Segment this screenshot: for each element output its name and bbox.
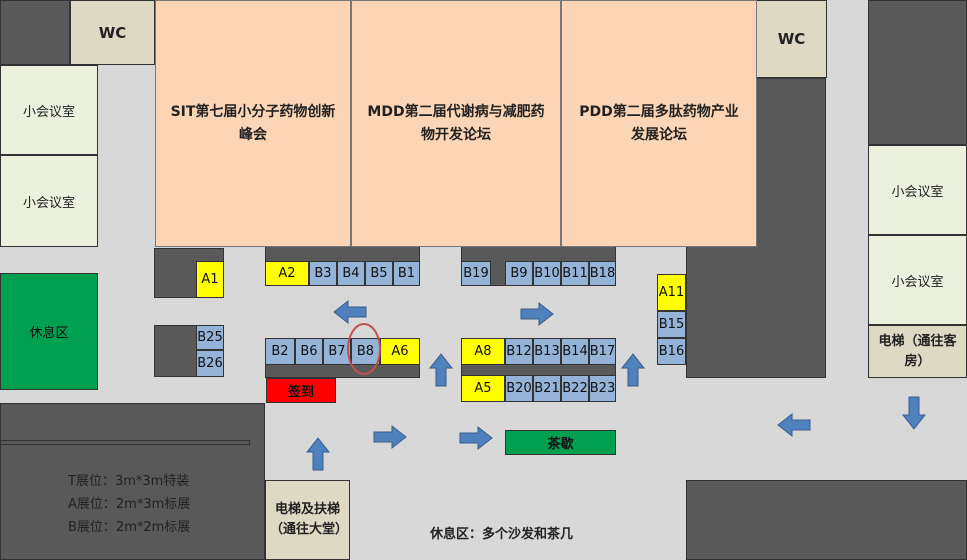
booth-b19[interactable]: B19 xyxy=(461,261,491,286)
wall-bottom-left-top xyxy=(0,440,250,445)
arrow-up-icon xyxy=(306,437,330,471)
arrow-down-icon xyxy=(902,396,926,430)
legend-a: A展位：2m*3m标展 xyxy=(68,497,191,512)
booth-a6[interactable]: A6 xyxy=(380,338,420,365)
legend-t: T展位：3m*3m特装 xyxy=(68,474,190,489)
meeting-room-left-2: 小会议室 xyxy=(0,155,98,247)
booth-b21[interactable]: B21 xyxy=(533,375,561,402)
meeting-room-right-2: 小会议室 xyxy=(868,235,967,325)
arrow-left-icon xyxy=(333,300,367,324)
booth-a11[interactable]: A11 xyxy=(657,274,686,311)
arrow-left-icon xyxy=(777,413,811,437)
booth-b1[interactable]: B1 xyxy=(393,261,420,286)
booth-b9[interactable]: B9 xyxy=(505,261,533,286)
booth-b12[interactable]: B12 xyxy=(505,338,533,365)
elevator-escalator-lobby: 电梯及扶梯（通往大堂） xyxy=(265,480,350,560)
arrow-right-icon xyxy=(520,302,554,326)
booth-a5[interactable]: A5 xyxy=(461,375,505,402)
hall-pdd: PDD第二届多肽药物产业发展论坛 xyxy=(561,0,757,247)
registration-desk[interactable]: 签到 xyxy=(266,378,336,403)
booth-b22[interactable]: B22 xyxy=(561,375,589,402)
booth-b10[interactable]: B10 xyxy=(533,261,561,286)
booth-b18[interactable]: B18 xyxy=(589,261,616,286)
rest-area: 休息区 xyxy=(0,273,98,390)
arrow-up-icon xyxy=(429,353,453,387)
booth-b14[interactable]: B14 xyxy=(561,338,589,365)
booth-b20[interactable]: B20 xyxy=(505,375,533,402)
legend-b: B展位：2m*2m标展 xyxy=(68,520,191,535)
booth-b15[interactable]: B15 xyxy=(657,311,686,338)
wall-bottom-left xyxy=(0,403,265,560)
booth-b13[interactable]: B13 xyxy=(533,338,561,365)
booth-b17[interactable]: B17 xyxy=(589,338,616,365)
hall-sit: SIT第七届小分子药物创新峰会 xyxy=(155,0,351,247)
booth-b23[interactable]: B23 xyxy=(589,375,616,402)
booth-b25[interactable]: B25 xyxy=(196,325,224,350)
booth-b6[interactable]: B6 xyxy=(295,338,323,365)
meeting-room-right-1: 小会议室 xyxy=(868,145,967,235)
meeting-room-left-1: 小会议室 xyxy=(0,65,98,155)
tea-break[interactable]: 茶歇 xyxy=(505,430,616,455)
booth-b5[interactable]: B5 xyxy=(365,261,393,286)
booth-b3[interactable]: B3 xyxy=(309,261,337,286)
booth-a1[interactable]: A1 xyxy=(196,261,224,298)
booth-b7[interactable]: B7 xyxy=(323,338,351,365)
wc-right: WC xyxy=(756,0,827,78)
booth-b26[interactable]: B26 xyxy=(196,350,224,377)
booth-b4[interactable]: B4 xyxy=(337,261,365,286)
wall-top-left xyxy=(0,0,70,65)
booth-b2[interactable]: B2 xyxy=(265,338,295,365)
booth-a8[interactable]: A8 xyxy=(461,338,505,365)
hall-mdd: MDD第二届代谢病与减肥药物开发论坛 xyxy=(351,0,561,247)
wc-left: WC xyxy=(70,0,155,65)
arrow-right-icon xyxy=(373,425,407,449)
booth-b11[interactable]: B11 xyxy=(561,261,589,286)
highlight-circle xyxy=(347,323,381,375)
lounge-note: 休息区：多个沙发和茶几 xyxy=(430,527,574,542)
arrow-up-icon xyxy=(621,353,645,387)
arrow-right-icon xyxy=(459,426,493,450)
booth-a2[interactable]: A2 xyxy=(265,261,309,286)
booth-b16[interactable]: B16 xyxy=(657,338,686,365)
